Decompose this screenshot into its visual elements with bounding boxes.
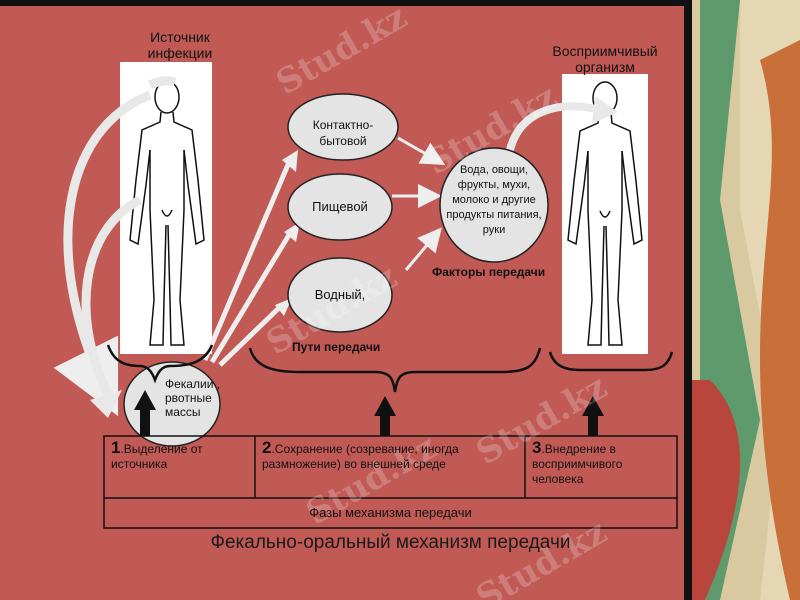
phase-3-number: 3 (532, 438, 542, 457)
recipient-label: Восприимчивый организм (552, 43, 658, 75)
recipient-brace (548, 351, 674, 372)
phase-2: 2.Сохранение (созревание, иногда размнож… (262, 438, 520, 498)
route-contact-label: Контактно-бытовой (312, 118, 374, 148)
excreta-to-routes-arrows (202, 159, 295, 367)
route-food-ellipse (287, 173, 393, 241)
phases-table (103, 435, 678, 529)
decor-orange-band (760, 40, 800, 600)
source-to-excreta-arrows (53, 76, 177, 417)
frame-right (684, 0, 692, 600)
route-contact-ellipse (287, 93, 399, 161)
factors-label: Вода, овощи, фрукты, мухи, молоко и друг… (446, 164, 542, 236)
phase-2-number: 2 (262, 438, 272, 457)
arrowhead-food (284, 222, 300, 242)
routes-caption: Пути передачи (292, 340, 381, 354)
recipient-panel (562, 74, 648, 354)
factors-to-recipient-arrow (506, 102, 601, 152)
source-label: Источник инфекции (147, 29, 213, 61)
recipient-person-icon (567, 81, 643, 346)
route-water-label: Водный, (314, 287, 366, 302)
excreta-arrowhead (90, 390, 122, 418)
source-brace (106, 344, 214, 384)
phases-caption: Фазы механизма передачи (309, 505, 472, 520)
source-person-icon (129, 80, 205, 346)
phase-3: 3.Внедрение в восприимчивого человека (532, 438, 672, 498)
arrowhead-water (275, 298, 292, 316)
phase-up-arrows (134, 390, 604, 436)
phase-3-text: .Внедрение в восприимчивого человека (532, 442, 623, 486)
factors-ellipse (439, 147, 549, 263)
excreta-label: Фекалии , рвотные массы (165, 377, 221, 419)
phase-1-number: 1 (111, 438, 121, 457)
arrowhead-contact (282, 150, 298, 172)
phase-2-text: .Сохранение (созревание, иногда размноже… (262, 442, 459, 471)
phase-1-text: .Выделение от источника (111, 442, 203, 471)
recipient-arrowhead (592, 96, 618, 124)
routes-to-factors-arrows (392, 136, 446, 271)
phase-1: 1.Выделение от источника (111, 438, 251, 498)
source-panel (120, 62, 212, 354)
routes-brace (248, 347, 542, 393)
route-water-ellipse (287, 257, 393, 333)
decor-red-band (690, 380, 741, 600)
frame-top (0, 0, 690, 6)
factors-caption: Факторы передачи (432, 265, 546, 279)
route-food-label: Пищевой (312, 199, 368, 214)
slide-title: Фекально-оральный механизм передачи (210, 532, 571, 553)
